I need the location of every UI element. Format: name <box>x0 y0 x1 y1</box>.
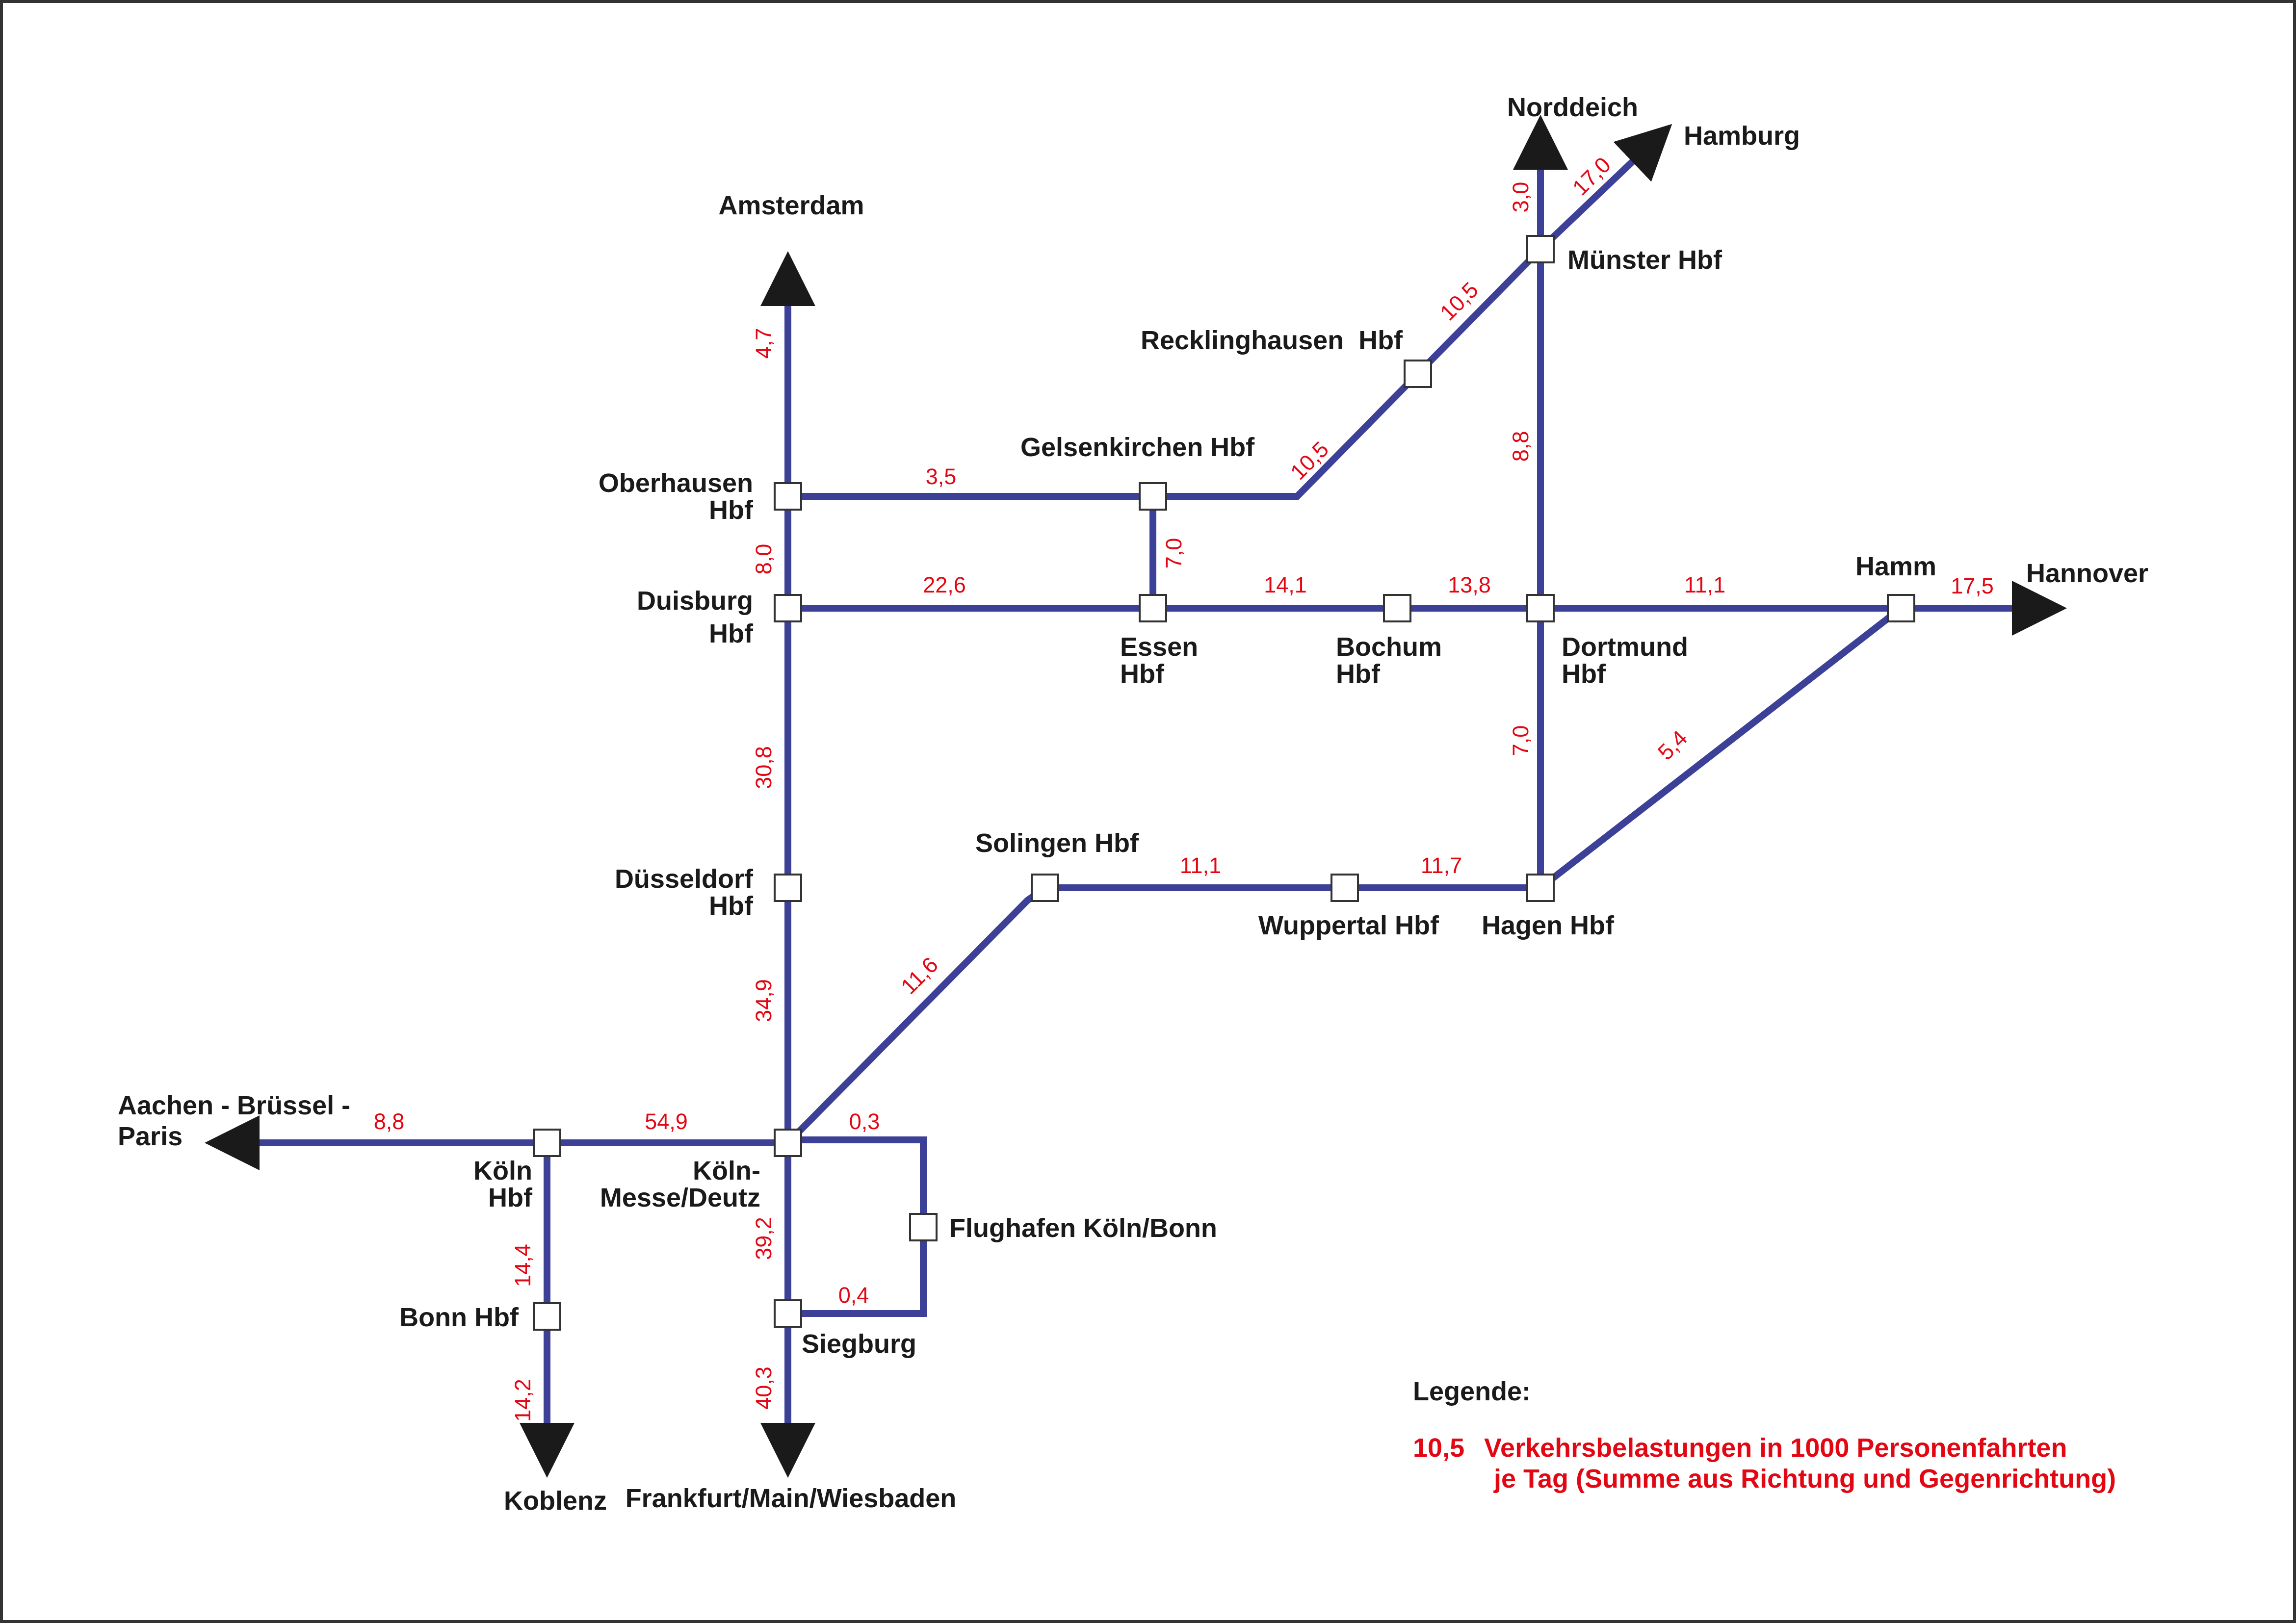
label-recklinghausen: Recklinghausen Hbf <box>1141 326 1403 355</box>
load-messe-siegburg: 39,2 <box>751 1217 776 1260</box>
load-messe-flughafen: 0,3 <box>849 1109 880 1134</box>
load-siegburg-flughafen: 0,4 <box>838 1283 869 1308</box>
load-gelsenkirchen-essen: 7,0 <box>1161 538 1186 569</box>
station-koeln-hbf[interactable] <box>533 1129 561 1157</box>
track-lines <box>205 115 2067 1478</box>
load-muenster-dortmund: 8,8 <box>1508 431 1533 462</box>
load-muenster-norddeich: 3,0 <box>1508 182 1533 213</box>
station-oberhausen[interactable] <box>774 482 802 511</box>
dest-hannover: Hannover <box>2026 559 2148 588</box>
load-siegburg-frankfurt: 40,3 <box>751 1366 776 1410</box>
dest-norddeich: Norddeich <box>1507 93 1638 122</box>
load-oberhausen-gelsenkirchen: 3,5 <box>926 464 957 489</box>
load-dortmund-hamm: 11,1 <box>1684 572 1725 597</box>
dest-frankfurt: Frankfurt/Main/Wiesbaden <box>626 1484 957 1513</box>
load-wuppertal-hagen: 11,7 <box>1421 853 1462 878</box>
label-wuppertal: Wuppertal Hbf <box>1258 911 1439 940</box>
destination-labels: Amsterdam Norddeich Hamburg Hannover Aac… <box>118 93 2148 1516</box>
load-dortmund-hagen: 7,0 <box>1508 725 1533 756</box>
station-hamm[interactable] <box>1887 594 1915 622</box>
station-recklinghausen[interactable] <box>1404 360 1432 388</box>
label-siegburg: Siegburg <box>802 1329 916 1359</box>
station-siegburg[interactable] <box>774 1299 802 1328</box>
station-solingen[interactable] <box>1031 874 1059 902</box>
load-duisburg-duesseldorf: 30,8 <box>751 746 776 789</box>
label-koeln-messe-deutz: Köln-Messe/Deutz <box>600 1156 760 1212</box>
legend: Legende: 10,5 Verkehrsbelastungen in 100… <box>1413 1377 2116 1494</box>
load-essen-bochum: 14,1 <box>1264 572 1307 597</box>
load-koelnhbf-messe: 54,9 <box>645 1109 688 1134</box>
load-duesseldorf-koeln: 34,9 <box>751 979 776 1022</box>
label-flughafen: Flughafen Köln/Bonn <box>949 1213 1217 1243</box>
station-gelsenkirchen[interactable] <box>1139 482 1167 511</box>
station-duesseldorf[interactable] <box>774 874 802 902</box>
dest-amsterdam: Amsterdam <box>718 191 864 220</box>
track-muenster-hamburg <box>1538 124 1672 252</box>
station-duisburg[interactable] <box>774 594 802 622</box>
label-gelsenkirchen: Gelsenkirchen Hbf <box>1020 433 1255 462</box>
station-essen[interactable] <box>1139 594 1167 622</box>
legend-line-1: Verkehrsbelastungen in 1000 Personenfahr… <box>1484 1433 2067 1463</box>
station-boxes <box>533 235 1915 1331</box>
dest-aachen: Aachen - Brüssel -Paris <box>118 1091 350 1151</box>
load-hamm-hannover: 17,5 <box>1951 573 1994 598</box>
load-koelnhbf-aachen: 8,8 <box>374 1109 405 1134</box>
load-bochum-dortmund: 13,8 <box>1448 572 1491 597</box>
station-wuppertal[interactable] <box>1331 874 1359 902</box>
label-hamm: Hamm <box>1855 552 1936 581</box>
track-oberhausen-gelsenkirchen-recklinghausen <box>788 371 1420 500</box>
label-bonn: Bonn Hbf <box>399 1303 519 1332</box>
legend-sample-value: 10,5 <box>1413 1433 1464 1463</box>
legend-line-2: je Tag (Summe aus Richtung und Gegenrich… <box>1493 1464 2116 1494</box>
station-bochum[interactable] <box>1383 594 1411 622</box>
load-duisburg-essen: 22,6 <box>923 572 966 597</box>
station-dortmund[interactable] <box>1526 594 1555 622</box>
load-solingen-wuppertal: 11,1 <box>1180 853 1221 878</box>
station-bonn[interactable] <box>533 1302 561 1331</box>
station-koeln-messe-deutz[interactable] <box>774 1129 802 1157</box>
station-muenster[interactable] <box>1526 235 1555 263</box>
load-amsterdam-oberhausen: 4,7 <box>751 328 776 359</box>
station-hagen[interactable] <box>1526 874 1555 902</box>
station-flughafen[interactable] <box>909 1213 938 1241</box>
track-recklinghausen-muenster <box>1415 247 1543 376</box>
label-solingen: Solingen Hbf <box>975 828 1139 858</box>
track-hagen-hamm <box>1538 605 1904 891</box>
load-oberhausen-duisburg: 8,0 <box>751 544 776 575</box>
dest-hamburg: Hamburg <box>1684 121 1800 151</box>
legend-title: Legende: <box>1413 1377 1531 1406</box>
label-muenster: Münster Hbf <box>1567 245 1722 275</box>
load-bonn-koblenz: 14,2 <box>510 1379 535 1422</box>
label-hagen: Hagen Hbf <box>1482 911 1615 940</box>
load-koelnhbf-bonn: 14,4 <box>510 1244 535 1287</box>
dest-koblenz: Koblenz <box>504 1486 607 1516</box>
